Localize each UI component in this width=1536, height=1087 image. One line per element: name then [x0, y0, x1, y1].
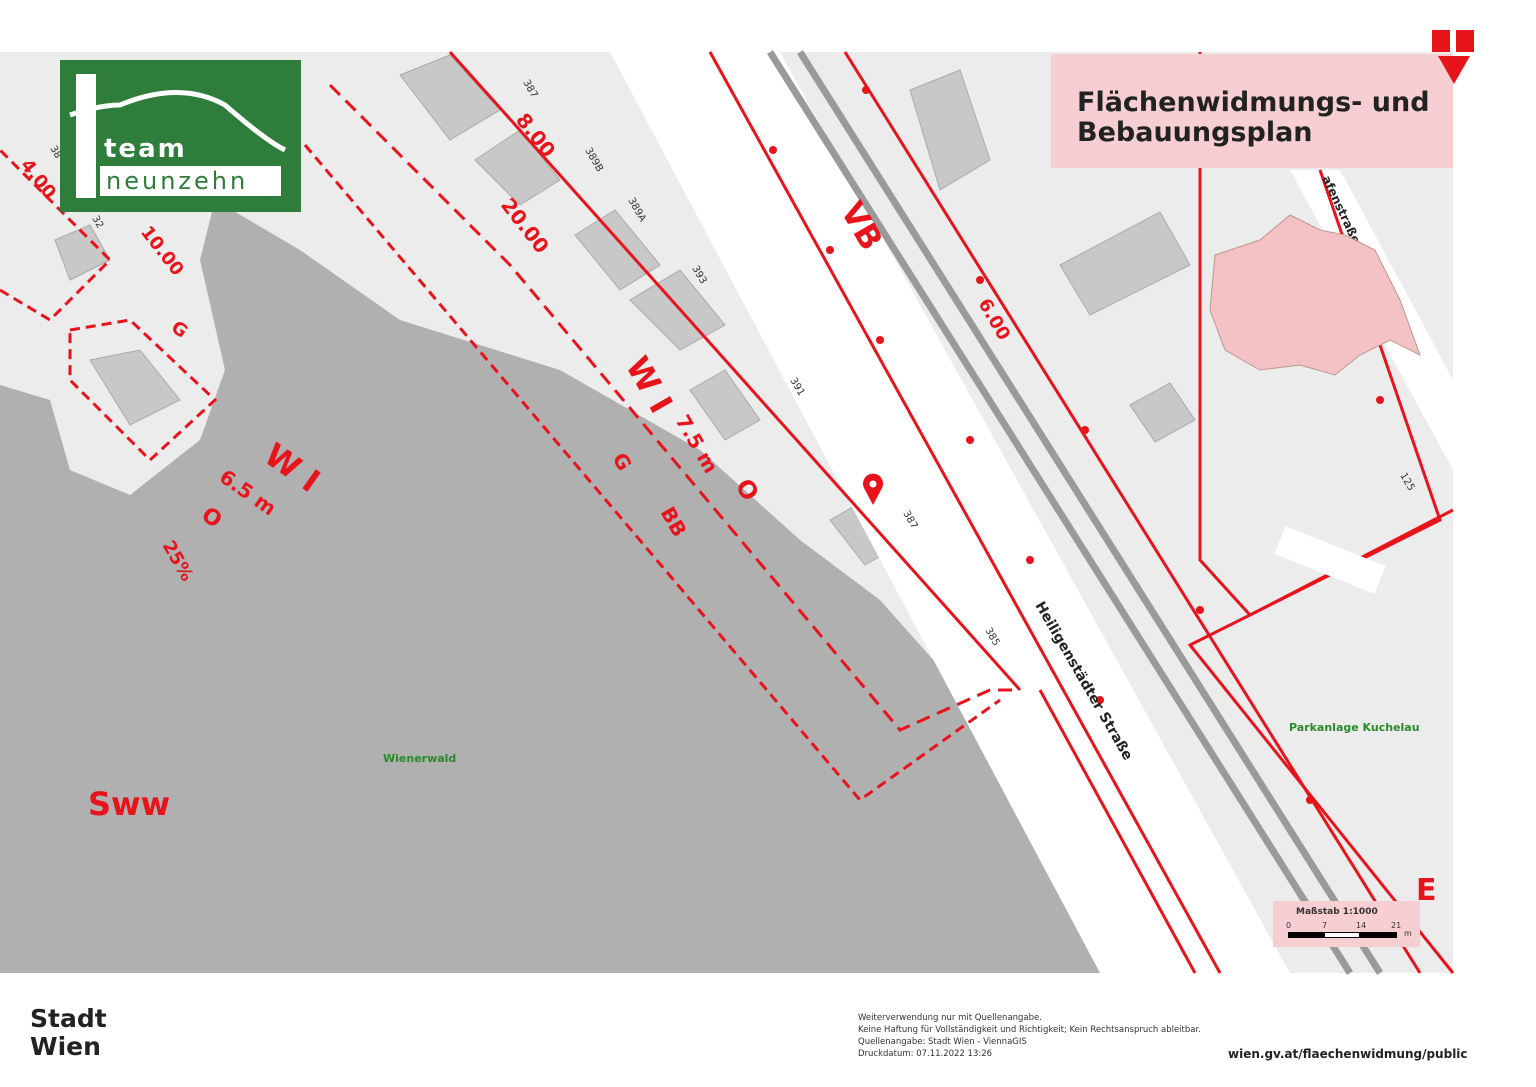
title-line-1: Flächenwidmungs- und	[1077, 87, 1430, 118]
zoning-lines	[0, 51, 1455, 974]
title-box: Flächenwidmungs- und Bebauungsplan	[1051, 54, 1453, 168]
brand-line-2: Wien	[30, 1032, 101, 1061]
logo-bar	[76, 74, 96, 198]
disclaimer-line: Weiterverwendung nur mit Quellenangabe.	[858, 1013, 1042, 1023]
location-pin-icon[interactable]	[863, 473, 884, 505]
area-label-wienerwald: Wienerwald	[383, 752, 456, 765]
scale-segment	[1324, 932, 1360, 938]
scale-tick: 0	[1286, 921, 1292, 930]
scale-tick: 7	[1322, 921, 1328, 930]
scale-segment	[1359, 932, 1397, 938]
footer-url-link[interactable]: wien.gv.at/flaechenwidmung/public	[1228, 1047, 1468, 1061]
stadt-wien-brand: Stadt Wien	[30, 1005, 107, 1061]
disclaimer-line: Keine Haftung für Vollständigkeit und Ri…	[858, 1025, 1201, 1035]
brand-line-1: Stadt	[30, 1004, 107, 1033]
scale-tick: 14	[1356, 921, 1367, 930]
print-date: Druckdatum: 07.11.2022 13:26	[858, 1049, 993, 1059]
vienna-overview-map	[1209, 214, 1421, 376]
logo-team-text: team	[104, 134, 187, 164]
scale-tick: 21	[1391, 921, 1402, 930]
wienerwald-area	[0, 200, 1210, 973]
scale-segment	[1288, 932, 1325, 938]
logo-curve-icon	[69, 90, 287, 153]
turning-loop	[1274, 526, 1386, 594]
scale-bar: Maßstab 1:1000 0 7 14 21 m	[1273, 901, 1420, 947]
zoning-label-e: E	[1416, 873, 1437, 908]
disclaimer: Weiterverwendung nur mit Quellenangabe. …	[858, 1012, 1201, 1060]
scale-title: Maßstab 1:1000	[1296, 907, 1378, 917]
page-title: Flächenwidmungs- und Bebauungsplan	[1077, 88, 1430, 148]
zoning-label-sww: Sww	[88, 785, 170, 823]
railway-tracks	[767, 50, 1383, 975]
title-line-2: Bebauungsplan	[1077, 117, 1313, 148]
zoning-dots	[769, 86, 1384, 804]
disclaimer-line: Quellenangabe: Stadt Wien - ViennaGIS	[858, 1037, 1027, 1047]
heiligenstaedter-strasse-road	[610, 52, 1290, 973]
area-label-park: Parkanlage Kuchelau	[1289, 721, 1420, 734]
scale-unit: m	[1404, 929, 1412, 938]
team-neunzehn-logo: team neunzehn	[60, 60, 301, 212]
wien-flag-icon	[1432, 30, 1474, 84]
logo-neunzehn-text: neunzehn	[100, 166, 281, 196]
